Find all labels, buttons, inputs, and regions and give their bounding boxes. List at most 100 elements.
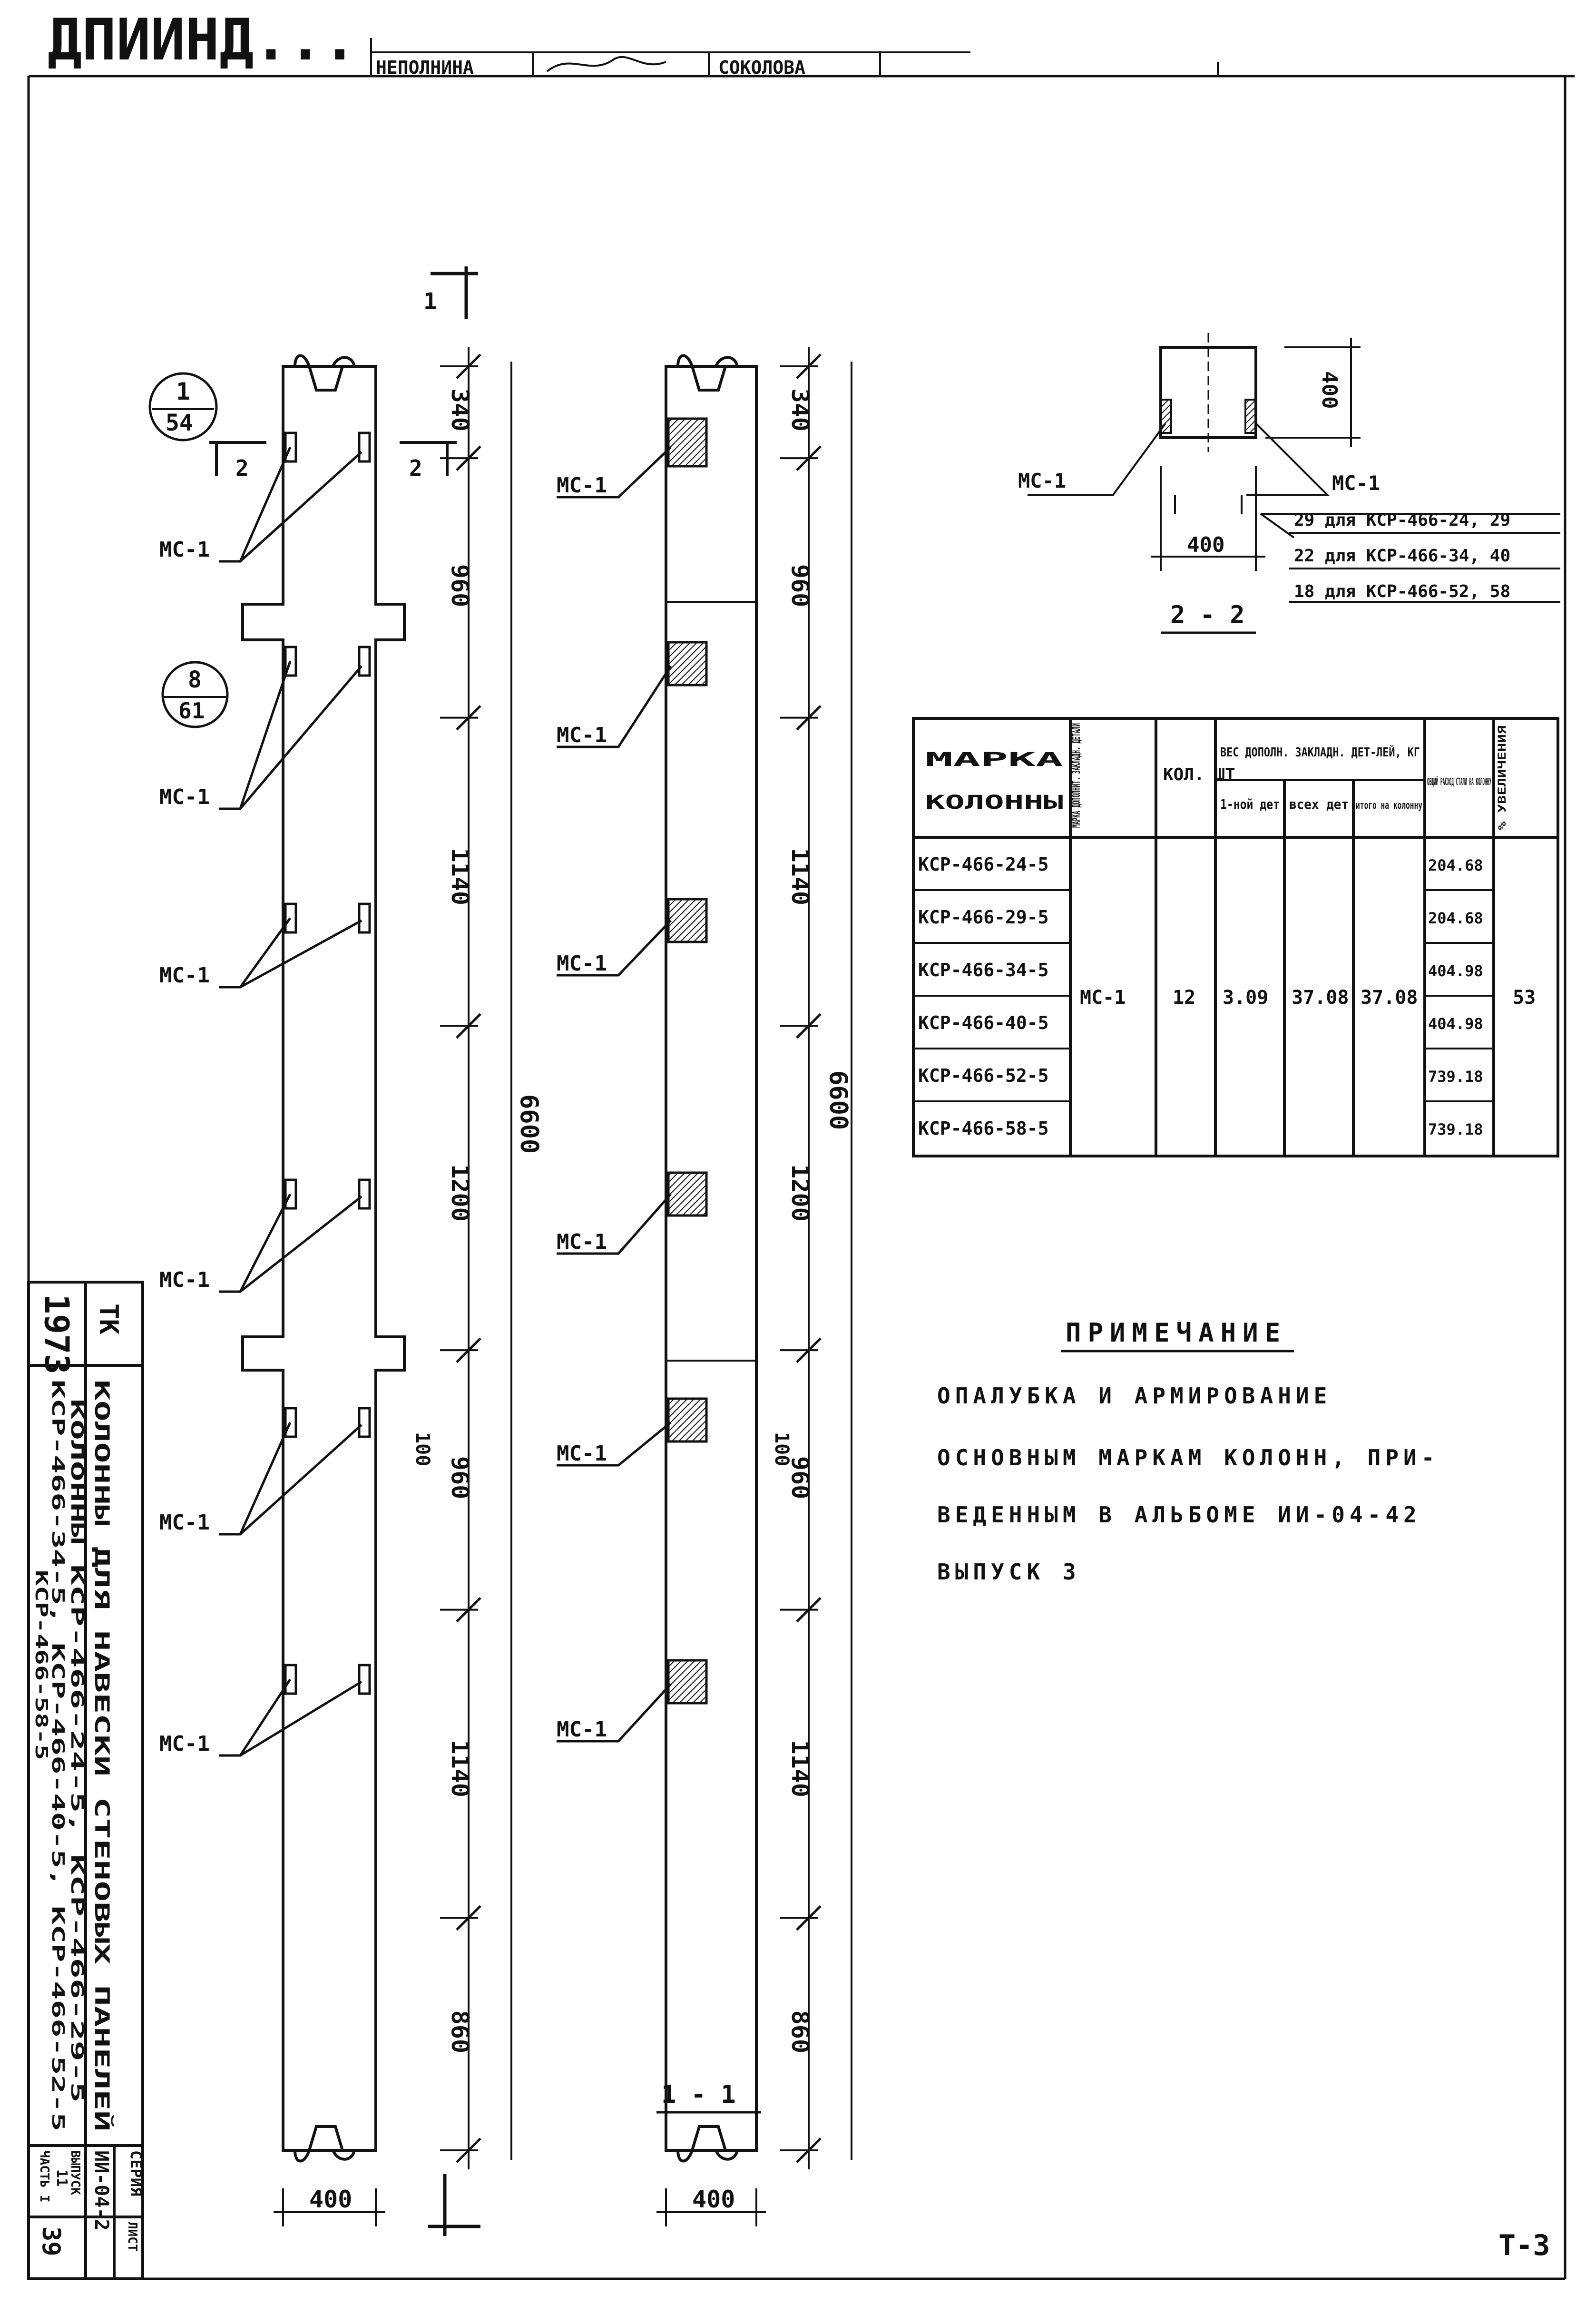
- section-2-2: 400 400 МС-1 МС-1 29 для КСР-466-24, 29 …: [1018, 333, 1560, 634]
- left-dim-4: 960: [446, 1456, 474, 1499]
- stamp-year: 1973: [37, 1294, 76, 1374]
- column-outline-right: [665, 365, 758, 2152]
- td-extra-mark: МС-1: [1080, 987, 1126, 1009]
- column-elevation-left: МС-1 МС-1 МС-1 МС-1 МС-1 МС-1 1 54 8 61: [148, 347, 543, 2236]
- stamp-sheet-value: 39: [37, 2226, 65, 2256]
- right-dim-1: 960: [786, 564, 814, 607]
- left-dim-5: 1140: [446, 1740, 474, 1797]
- dim-offset-right: 100: [771, 1432, 793, 1466]
- embedded-plates-right: [667, 417, 708, 1705]
- label-mc1-right-4: МС-1: [557, 1230, 607, 1254]
- top-title-block: ДПИИНД... НЕПОЛНИНА СОКОЛОВА: [48, 7, 1219, 78]
- th-mark-2: КОЛОННЫ: [925, 792, 1063, 814]
- label-mc1-left-4: МС-1: [159, 1268, 210, 1292]
- dim-width-left-text: 400: [309, 2186, 352, 2213]
- stamp-title-1: КОЛОННЫ ДЛЯ НАВЕСКИ СТЕНОВЫХ ПАНЕЛЕЙ: [90, 1380, 114, 2131]
- left-dim-2: 1140: [446, 848, 474, 905]
- right-dim-4: 960: [786, 1456, 814, 1499]
- dim-chain-left: [440, 347, 512, 2169]
- td-mark-5: КСР-466-58-5: [918, 1118, 1049, 1139]
- right-dim-6: 860: [786, 2010, 814, 2053]
- label-mc1-left-5: МС-1: [159, 1510, 210, 1535]
- side-stamp: 1973 ТК КОЛОННЫ ДЛЯ НАВЕСКИ СТЕНОВЫХ ПАН…: [27, 1281, 145, 2280]
- dim-chain-right: [780, 347, 852, 2169]
- corner-mark: Т-3: [1498, 2229, 1550, 2262]
- td-mark-1: КСР-466-29-5: [918, 907, 1049, 928]
- note-block: ПРИМЕЧАНИЕ ОПАЛУБКА И АРМИРОВАНИЕ ОСНОВН…: [937, 1318, 1439, 1585]
- stamp-issue-value: 11: [53, 2169, 70, 2186]
- stamp-code: ТК: [94, 1304, 124, 1335]
- stamp-part-label: ЧАСТЬ I: [37, 2150, 51, 2203]
- stamp-series-value: ИИ-04-2: [90, 2150, 112, 2231]
- section-2-2-caption: 2 - 2: [1170, 601, 1245, 629]
- leaders-right: [557, 446, 672, 1743]
- dim-total-left: 6600: [515, 1094, 543, 1154]
- top-loops-left: [294, 354, 356, 392]
- label-mc1-right-5: МС-1: [557, 1441, 607, 1466]
- dim-width-left: [274, 2188, 385, 2226]
- td-mark-4: КСР-466-52-5: [918, 1065, 1049, 1086]
- title-cell-checker: СОКОЛОВА: [718, 57, 805, 78]
- column-section-1-1: МС-1 МС-1 МС-1 МС-1 МС-1 МС-1 3409601140…: [557, 347, 852, 2226]
- label-mc1-right-3: МС-1: [557, 951, 607, 976]
- th-weight: ВЕС ДОПОЛН. ЗАКЛАДН. ДЕТ-ЛЕЙ, КГ: [1220, 745, 1420, 760]
- svg-text:8: 8: [188, 667, 202, 693]
- td-steel-3: 404.98: [1428, 1015, 1483, 1033]
- cut-mark-2-left-a: 2: [235, 455, 249, 481]
- td-weight-all: 37.08: [1292, 987, 1349, 1009]
- cut-mark-2-left-b: 2: [409, 455, 422, 481]
- td-qty: 12: [1173, 987, 1195, 1009]
- td-mark-3: КСР-466-40-5: [918, 1012, 1049, 1033]
- th-weight-all: всех дет: [1289, 796, 1349, 812]
- left-dim-0: 340: [446, 389, 474, 431]
- td-weight-one: 3.09: [1223, 987, 1268, 1009]
- label-mc1-right-1: МС-1: [557, 473, 607, 498]
- cut-marker-top: [431, 266, 478, 319]
- td-mark-0: КСР-466-24-5: [918, 854, 1049, 875]
- dim-width-right: [656, 2188, 766, 2226]
- embedded-plates-left: [284, 431, 371, 1695]
- section-2-2-note-1: 29 для КСР-466-24, 29: [1294, 510, 1510, 530]
- dim-offset-left: 100: [411, 1432, 433, 1466]
- stamp-text: ДПИИНД...: [48, 7, 357, 73]
- stamp-sheet-label: ЛИСТ: [125, 2222, 139, 2252]
- note-line-2: ОСНОВНЫМ МАРКАМ КОЛОНН, ПРИ-: [937, 1445, 1439, 1471]
- th-weight-total: итого на колонну: [1356, 800, 1422, 812]
- section-2-2-note-2: 22 для КСР-466-34, 40: [1294, 546, 1510, 566]
- label-mc1-left-2: МС-1: [159, 785, 210, 809]
- th-steel: ОБЩИЙ РАСХОД СТАЛИ НА КОЛОННУ: [1427, 776, 1491, 787]
- cut-marker-bottom: [428, 2174, 480, 2236]
- note-line-3: ВЕДЕННЫМ В АЛЬБОМЕ ИИ-04-42: [937, 1502, 1421, 1528]
- dim-width-right-text: 400: [692, 2186, 735, 2213]
- stamp-series-label: СЕРИЯ: [127, 2150, 145, 2196]
- stamp-title-2: КОЛОННЫ КСР-466-24-5, КСР-466-29-5: [67, 1399, 87, 2103]
- th-qty: КОЛ. ШТ: [1163, 765, 1235, 784]
- label-mc1-left-3: МС-1: [159, 963, 210, 988]
- dim-total-right: 6600: [824, 1070, 852, 1130]
- leaders-left: [219, 446, 362, 1757]
- column-outline-left: [241, 365, 406, 2152]
- section-2-2-height-dim: 400: [1317, 371, 1341, 409]
- svg-text:61: 61: [178, 698, 205, 724]
- stamp-title-4: КСР-466-58-5: [31, 1570, 51, 1760]
- svg-text:54: 54: [166, 410, 193, 436]
- section-2-2-left-label: МС-1: [1018, 469, 1066, 492]
- section-2-2-note-3: 18 для КСР-466-52, 58: [1294, 582, 1510, 601]
- th-mark: МАРКА: [925, 749, 1063, 771]
- callout-8-61: 8 61: [161, 661, 229, 728]
- cut-marker-top-label: 1: [423, 288, 437, 315]
- note-line-4: ВЫПУСК 3: [937, 1559, 1081, 1585]
- label-mc1-right-6: МС-1: [557, 1717, 607, 1742]
- note-line-1: ОПАЛУБКА И АРМИРОВАНИЕ: [937, 1383, 1332, 1409]
- title-cell-executor: НЕПОЛНИНА: [376, 57, 474, 78]
- section-2-2-right-label: МС-1: [1332, 471, 1380, 495]
- th-weight-one: 1-ной дет: [1220, 796, 1280, 812]
- svg-text:1: 1: [176, 378, 190, 405]
- th-percent: % УВЕЛИЧЕНИЯ: [1497, 726, 1508, 830]
- stamp-issue-label: ВЫПУСК: [68, 2150, 82, 2195]
- td-percent: 53: [1513, 987, 1536, 1009]
- bottom-loops-left: [294, 2125, 356, 2163]
- right-dim-3: 1200: [786, 1164, 814, 1221]
- label-mc1-left-1: МС-1: [159, 538, 210, 562]
- right-dim-2: 1140: [786, 848, 814, 905]
